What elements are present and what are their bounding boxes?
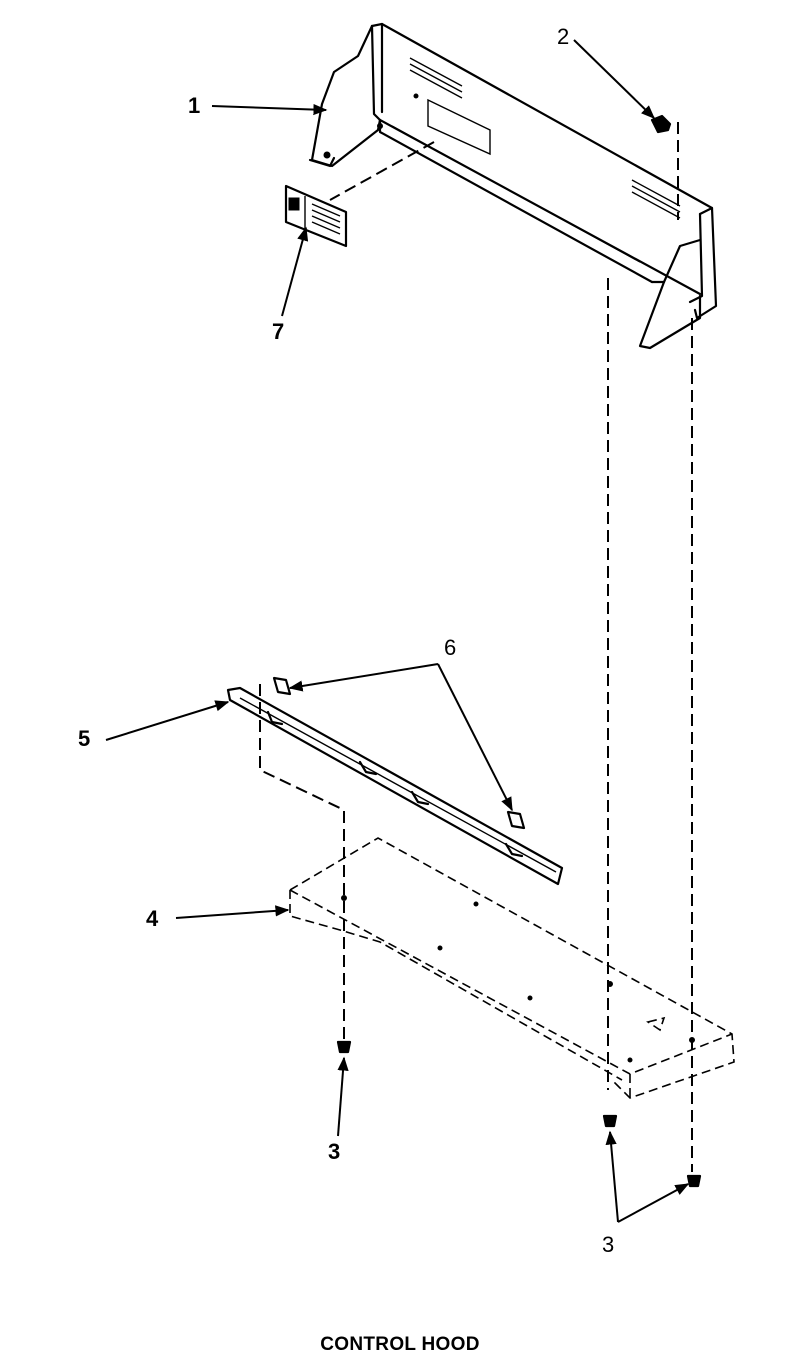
- callout-3-left: 3: [328, 1139, 340, 1164]
- bracket-strip-part: [226, 686, 564, 886]
- control-hood-panel: [308, 22, 718, 350]
- diagram-title: CONTROL HOOD: [320, 1334, 480, 1355]
- callout-3-right: 3: [602, 1232, 614, 1257]
- assembly-lines: [259, 122, 693, 1172]
- clip-nut-part: [650, 114, 672, 134]
- label-part: [284, 184, 348, 248]
- screw-parts: [336, 1040, 702, 1188]
- callout-5: 5: [78, 726, 90, 751]
- leader-arrows: [105, 39, 690, 1223]
- callout-4: 4: [146, 906, 159, 931]
- callout-6: 6: [444, 635, 456, 660]
- callout-2: 2: [557, 24, 569, 49]
- callout-7: 7: [272, 319, 284, 344]
- clip-parts: [272, 676, 526, 830]
- callout-1: 1: [188, 93, 200, 118]
- base-panel-part: [289, 837, 735, 1099]
